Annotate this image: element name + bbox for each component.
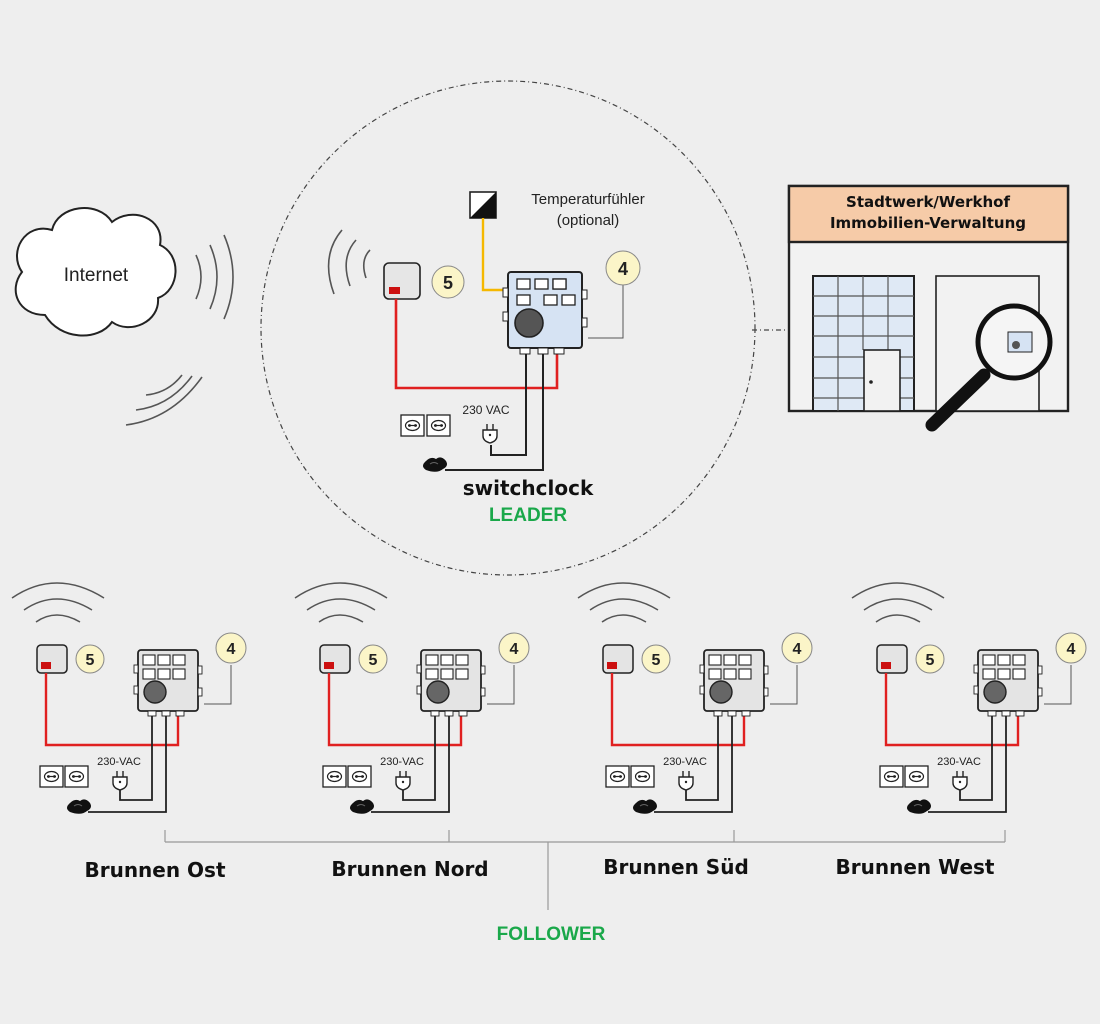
follower-badge-antenna: 5 (652, 652, 661, 669)
follower-device (973, 649, 1043, 717)
plug-icon (952, 770, 968, 791)
cloud-label: Internet (64, 265, 129, 286)
leader-boundary (260, 80, 756, 576)
magnifier-icon (925, 303, 1053, 432)
socket-icon (605, 765, 630, 788)
follower-site-west: Brunnen West (836, 855, 995, 879)
plug-icon (112, 770, 128, 791)
follower-bracket (164, 830, 1006, 910)
follower-voltage: 230-VAC (97, 756, 141, 768)
building-door (863, 349, 901, 412)
follower-unit: 230-VAC 5 4 (11, 582, 247, 815)
leader-badge-device: 4 (618, 259, 628, 279)
follower-badge-device: 4 (227, 641, 236, 658)
follower-badge-device: 4 (510, 641, 519, 658)
follower-signal-icon (294, 582, 388, 623)
socket-icon (322, 765, 347, 788)
follower-role: FOLLOWER (497, 924, 606, 945)
cable-icon (632, 798, 658, 815)
leader-signal-icon (327, 229, 371, 295)
follower-signal-icon (11, 582, 105, 623)
leader-badge-antenna: 5 (443, 273, 453, 293)
plug-icon (395, 770, 411, 791)
leader-voltage: 230 VAC (462, 403, 509, 417)
follower-signal-icon (577, 582, 671, 623)
building-line2: Immobilien-Verwaltung (830, 214, 1026, 232)
follower-voltage: 230-VAC (380, 756, 424, 768)
follower-voltage: 230-VAC (937, 756, 981, 768)
follower-device (133, 649, 203, 717)
follower-badge-antenna: 5 (86, 652, 95, 669)
cable-icon (349, 798, 375, 815)
socket-icon (630, 765, 655, 788)
leader-role: LEADER (489, 505, 567, 526)
plug-icon (678, 770, 694, 791)
building-line1: Stadtwerk/Werkhof (846, 193, 1010, 211)
leader-name: switchclock (463, 476, 594, 500)
socket-icon (347, 765, 372, 788)
building-header (787, 184, 1070, 244)
follower-badge-device: 4 (793, 641, 802, 658)
follower-unit: 230-VAC 5 4 (851, 582, 1087, 815)
leader-assembly: Temperaturfühler (optional) (327, 191, 645, 526)
cloud-signal-icon (125, 234, 234, 426)
cable-icon (66, 798, 92, 815)
cable-icon (906, 798, 932, 815)
follower-device (416, 649, 486, 717)
follower-unit: 230-VAC 5 4 (294, 582, 530, 815)
socket-icon (64, 765, 89, 788)
follower-badge-antenna: 5 (926, 652, 935, 669)
internet-cloud: Internet (14, 207, 177, 337)
temperature-sensor-icon (469, 191, 497, 219)
follower-badge-device: 4 (1067, 641, 1076, 658)
sensor-label: Temperaturfühler (531, 191, 644, 208)
follower-site-sued: Brunnen Süd (603, 855, 749, 879)
followers-group: 230-VAC 5 4 230-VAC 5 4 230-VAC 5 4 230-VAC 5 4 (11, 582, 1087, 815)
follower-device (699, 649, 769, 717)
leader-device (502, 271, 588, 355)
follower-signal-icon (851, 582, 945, 623)
socket-icon (904, 765, 929, 788)
socket-icon (39, 765, 64, 788)
follower-unit: 230-VAC 5 4 (577, 582, 813, 815)
building: Stadtwerk/Werkhof Immobilien-Verwaltung (787, 184, 1070, 432)
follower-voltage: 230-VAC (663, 756, 707, 768)
socket-icon (879, 765, 904, 788)
follower-site-ost: Brunnen Ost (84, 858, 225, 882)
follower-badge-antenna: 5 (369, 652, 378, 669)
follower-site-nord: Brunnen Nord (331, 857, 488, 881)
sensor-note: (optional) (557, 212, 620, 229)
